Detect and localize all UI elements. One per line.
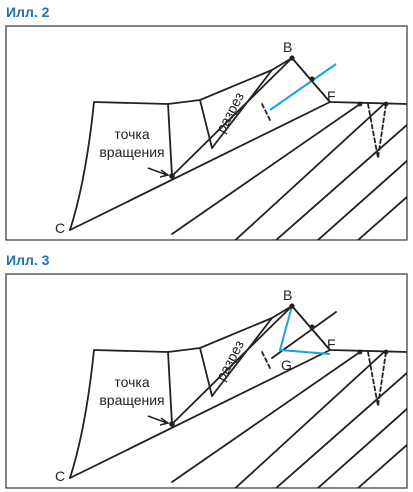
- hip-line: [69, 349, 331, 479]
- pivot-point: [169, 421, 175, 427]
- point-dart-end: [383, 101, 389, 107]
- dart-line: [211, 317, 273, 397]
- label-c: C: [55, 220, 65, 236]
- seam-line: [199, 99, 213, 149]
- label-g: G: [281, 357, 292, 373]
- figure-3-caption: Илл. 3: [6, 252, 50, 268]
- point-b: [289, 303, 295, 309]
- seam-line: [167, 103, 173, 177]
- point-dart-end: [383, 349, 389, 355]
- cut-label: разрез: [213, 337, 248, 383]
- figure-2-caption: Илл. 2: [6, 4, 50, 20]
- figure-3-frame: [5, 273, 408, 489]
- dart-line: [171, 57, 293, 177]
- point-cut: [309, 324, 315, 330]
- diagonal-line: [274, 371, 407, 488]
- pivot-arrow-head: [159, 169, 170, 178]
- point-b: [289, 55, 295, 61]
- diagonal-line: [234, 351, 385, 488]
- cut-label: разрез: [213, 89, 248, 135]
- cut-line: [269, 63, 337, 111]
- pivot-arrow: [147, 415, 168, 424]
- label-b: B: [283, 39, 292, 55]
- diagonal-line: [316, 407, 407, 488]
- figure-2-frame: [5, 25, 408, 241]
- figure-2: точка вращения разрез B F C: [5, 25, 408, 241]
- point-cut: [309, 76, 315, 82]
- pattern-outline: [69, 57, 407, 231]
- diagonal-line: [171, 103, 361, 235]
- diagonal-line: [316, 159, 407, 240]
- dashed-cut-line: [261, 351, 271, 369]
- dart-line: [211, 69, 273, 149]
- diagonal-line: [274, 123, 407, 240]
- diagonal-line: [356, 443, 407, 488]
- diagonal-line: [356, 195, 407, 240]
- diagonal-line: [234, 103, 385, 240]
- label-b: B: [283, 287, 292, 303]
- figure-3: точка вращения разрез B F G C: [5, 273, 408, 489]
- dashed-cut-line: [261, 103, 271, 121]
- pivot-label-2: вращения: [99, 144, 164, 160]
- hip-line: [69, 101, 331, 231]
- seam-line: [167, 351, 173, 425]
- pivot-point: [169, 173, 175, 179]
- pivot-arrow-head: [159, 417, 170, 426]
- label-f: F: [327, 336, 336, 352]
- seam-line: [199, 347, 213, 397]
- dashed-dart: [367, 351, 387, 407]
- diagonal-line: [171, 351, 361, 483]
- dart-line: [171, 305, 293, 425]
- pivot-label-2: вращения: [99, 392, 164, 408]
- label-c: C: [55, 468, 65, 484]
- point-dart-start: [357, 101, 363, 107]
- pattern-outline: [69, 305, 407, 479]
- new-dart-lines: [279, 305, 331, 355]
- pivot-arrow: [147, 167, 168, 176]
- pivot-label-1: точка: [114, 374, 149, 390]
- dashed-dart: [367, 103, 387, 159]
- label-f: F: [327, 88, 336, 104]
- point-dart-start: [357, 349, 363, 355]
- pivot-label-1: точка: [114, 126, 149, 142]
